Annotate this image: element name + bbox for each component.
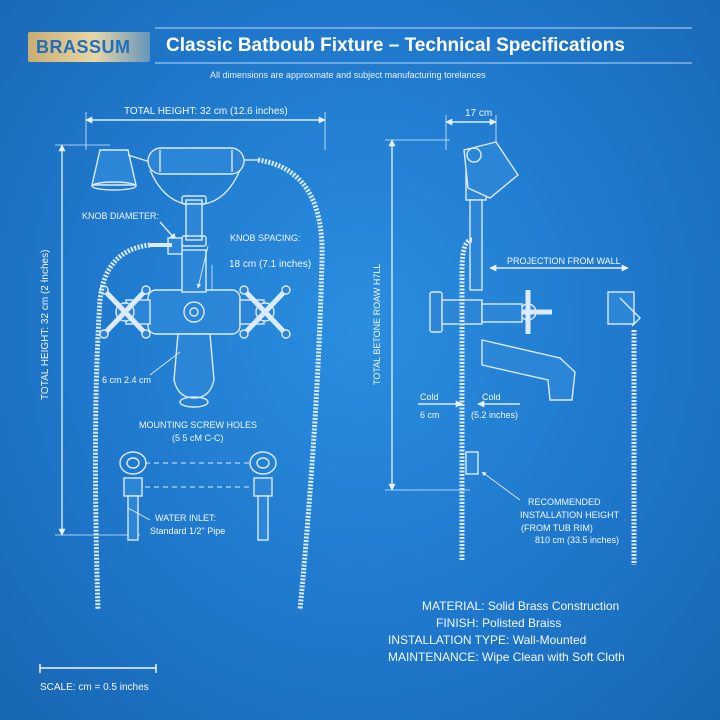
mixer-center-nut xyxy=(183,301,205,323)
label-cold-left-value: 6 cm xyxy=(420,410,440,420)
label-total-height-top: TOTAL HEIGHT: 32 cm (12.6 inches) xyxy=(124,106,288,117)
spec-maintenance: MAINTENANCE: Wipe Clean with Soft Cloth xyxy=(388,650,625,664)
side-view xyxy=(385,115,641,565)
label-knob-size: 6 cm 2.4 cm xyxy=(102,375,152,385)
label-knob-spacing-value: 18 cm (7.1 inches) xyxy=(229,259,312,270)
hose-front xyxy=(257,157,325,611)
logo-text: BRASSUM xyxy=(36,37,131,57)
label-height-side: TOTAL BETONE ROAW H7LL xyxy=(372,263,382,385)
wall-plate xyxy=(429,291,443,333)
hot-cross-handle xyxy=(239,285,291,339)
label-recommended-3: (FROM TUB RIM) xyxy=(521,523,593,533)
label-knob-diameter: KNOB DIAMETER: xyxy=(82,211,160,221)
riser xyxy=(185,199,203,241)
mounting-inlets xyxy=(119,451,277,541)
spec-material-label: MATERIAL: xyxy=(422,599,485,613)
handshower-head xyxy=(91,149,137,186)
label-width-top: 17 cm xyxy=(465,108,493,119)
scale-bar xyxy=(39,664,157,673)
handshower-side xyxy=(463,141,519,199)
front-view xyxy=(55,112,326,611)
label-mounting-holes: MOUNTING SCREW HOLES xyxy=(139,420,258,430)
label-water-inlet-value: Standard 1/2" Pipe xyxy=(150,526,226,536)
label-knob-spacing: KNOB SPACING: xyxy=(230,233,301,243)
spout xyxy=(173,333,215,399)
side-cross-handle xyxy=(506,290,552,334)
hose-side xyxy=(459,237,473,560)
handshower-handle xyxy=(147,147,245,175)
spec-installation-type-label: INSTALLATION TYPE: xyxy=(388,633,510,647)
brand-logo: BRASSUM xyxy=(28,32,150,62)
spec-installation-type-value: Wall-Mounted xyxy=(512,633,587,647)
spec-maintenance-value: Wipe Clean with Soft Cloth xyxy=(482,650,625,664)
spec-finish: FINISH: Polisted Braiss xyxy=(436,616,561,630)
spec-material: MATERIAL: Solid Brass Construction xyxy=(422,599,619,613)
label-recommended-4: 810 cm (33.5 inches) xyxy=(535,535,620,545)
spout-side xyxy=(481,339,576,401)
page-title: Classic Batboub Fixture – Technical Spec… xyxy=(166,35,625,56)
label-projection: PROJECTION FROM WALL xyxy=(507,256,621,266)
spec-material-value: Solid Brass Construction xyxy=(487,599,620,613)
spec-maintenance-label: MAINTENANCE: xyxy=(388,650,479,664)
hose-left xyxy=(92,242,151,611)
label-cold-right: Cold xyxy=(482,392,501,402)
mixer-body xyxy=(147,289,241,335)
spec-finish-label: FINISH: xyxy=(436,616,479,630)
label-water-inlet: WATER INLET: xyxy=(155,513,217,523)
cold-cross-handle xyxy=(99,285,151,339)
label-mounting-holes-value: (5 5 cM C-C) xyxy=(172,433,224,443)
spec-installation-type: INSTALLATION TYPE: Wall-Mounted xyxy=(388,633,586,647)
scale-label: SCALE: cm = 0.5 inches xyxy=(40,682,149,693)
label-total-height-side: TOTAL HEIGHT: 32 cm (2 Ɨnches) xyxy=(40,249,51,400)
label-cold-left: Cold xyxy=(420,392,439,402)
label-recommended-2: INSTALLATION HEIGHT xyxy=(520,510,620,520)
label-recommended-1: RECOMMENDED xyxy=(528,497,601,507)
spec-finish-value: Polisted Braiss xyxy=(482,616,562,630)
page-subtitle: All dimensions are approxmate and subjec… xyxy=(210,70,486,80)
label-cold-right-value: (5.2 inches) xyxy=(471,410,519,420)
